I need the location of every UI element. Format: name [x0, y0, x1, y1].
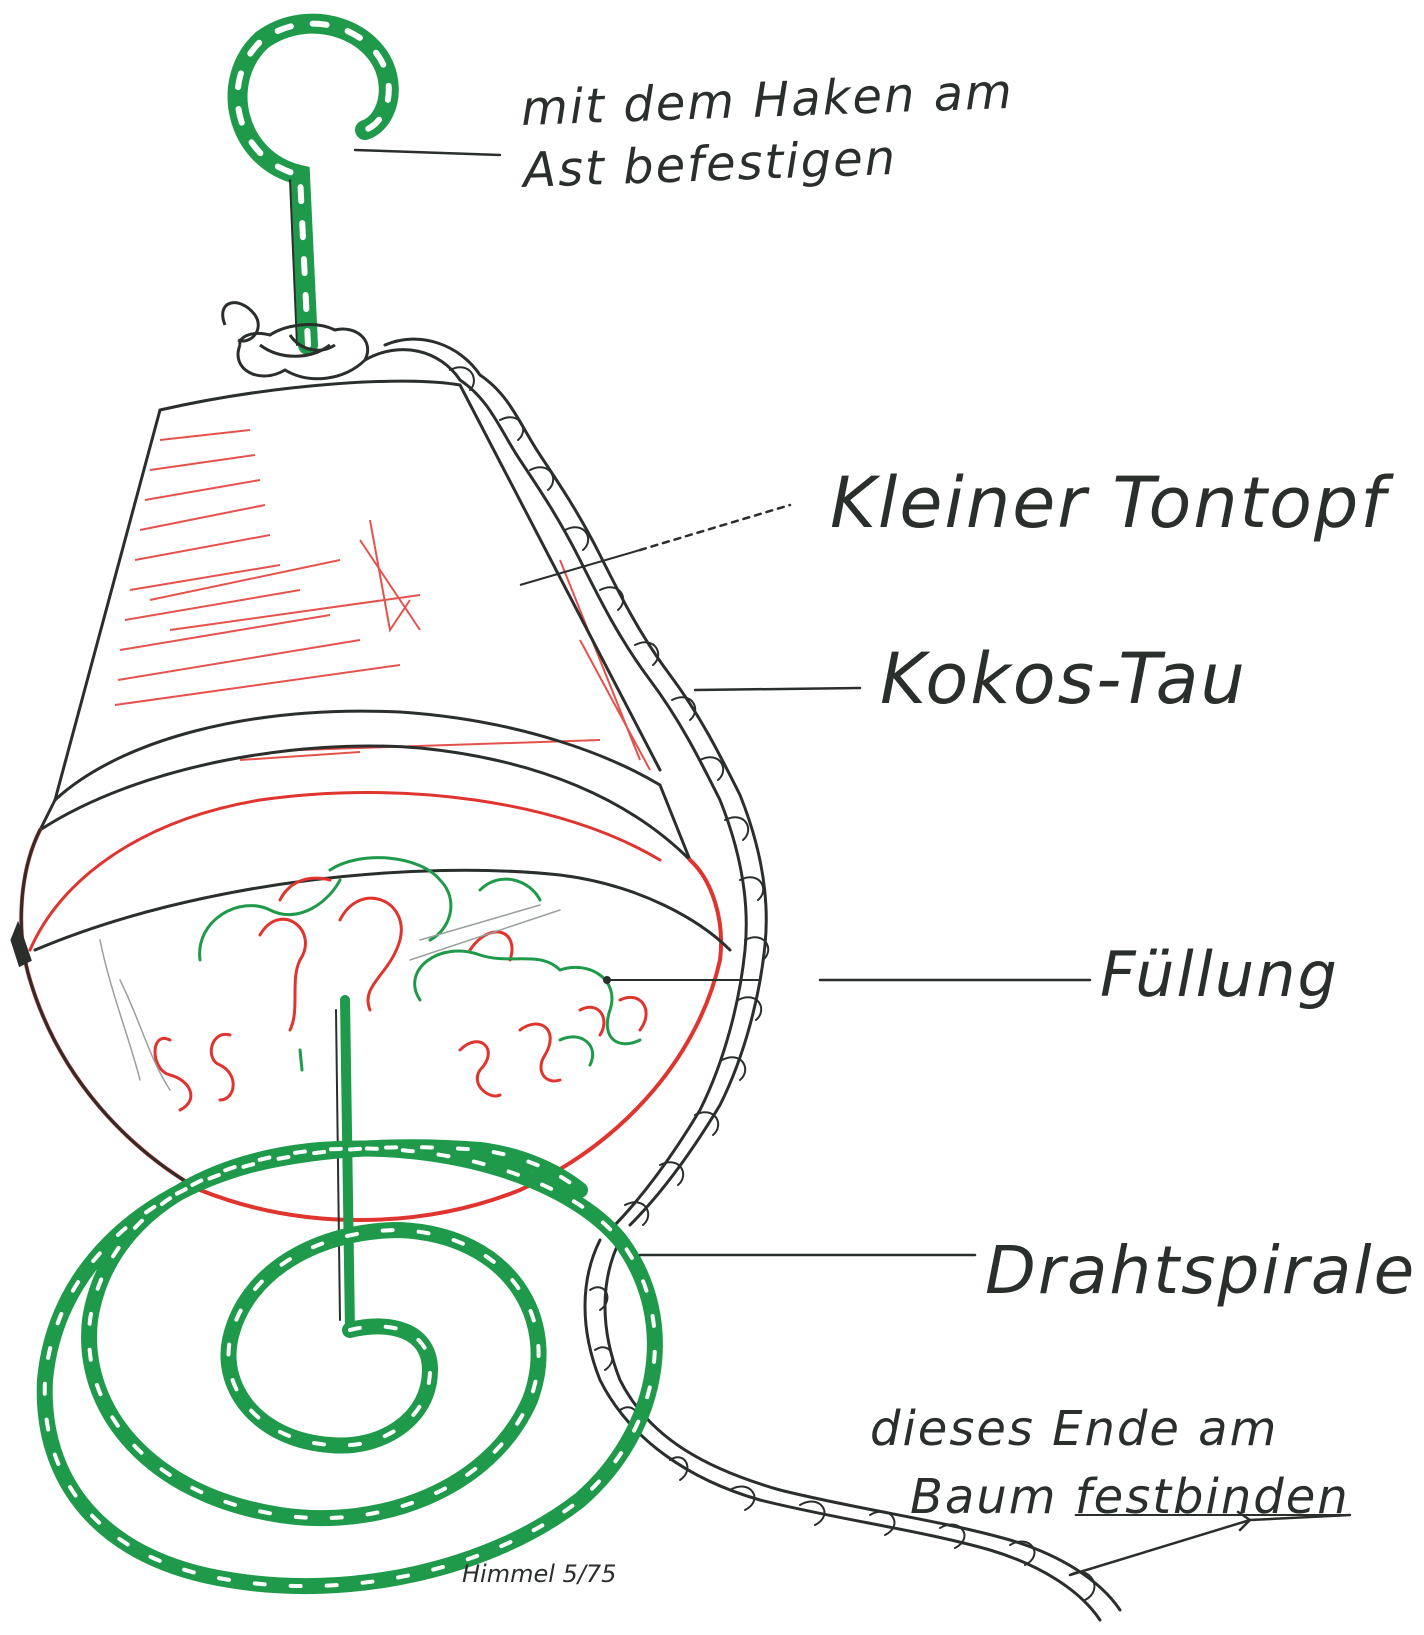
tree-end-label-baum: Baum — [910, 1469, 1075, 1525]
tree-end-label: dieses Ende am Baum festbinden — [870, 1395, 1350, 1531]
hook-label: mit dem Haken am Ast befestigen — [520, 61, 1017, 202]
spiral-label: Drahtspirale — [985, 1238, 1416, 1304]
filling-label: Füllung — [1100, 944, 1339, 1006]
leader-lines — [355, 150, 1350, 1575]
tree-end-label-line1: dieses Ende am — [870, 1401, 1278, 1457]
hook — [238, 24, 389, 345]
clay-pot — [40, 381, 690, 860]
tree-end-label-line2: Baum festbinden — [870, 1463, 1350, 1531]
signature: Himmel 5/75 — [462, 1560, 616, 1588]
rope-label: Kokos-Tau — [880, 644, 1247, 714]
tree-end-label-festbinden: festbinden — [1075, 1469, 1350, 1525]
pot-label: Kleiner Tontopf — [830, 468, 1387, 538]
center-wire — [336, 1000, 350, 1330]
